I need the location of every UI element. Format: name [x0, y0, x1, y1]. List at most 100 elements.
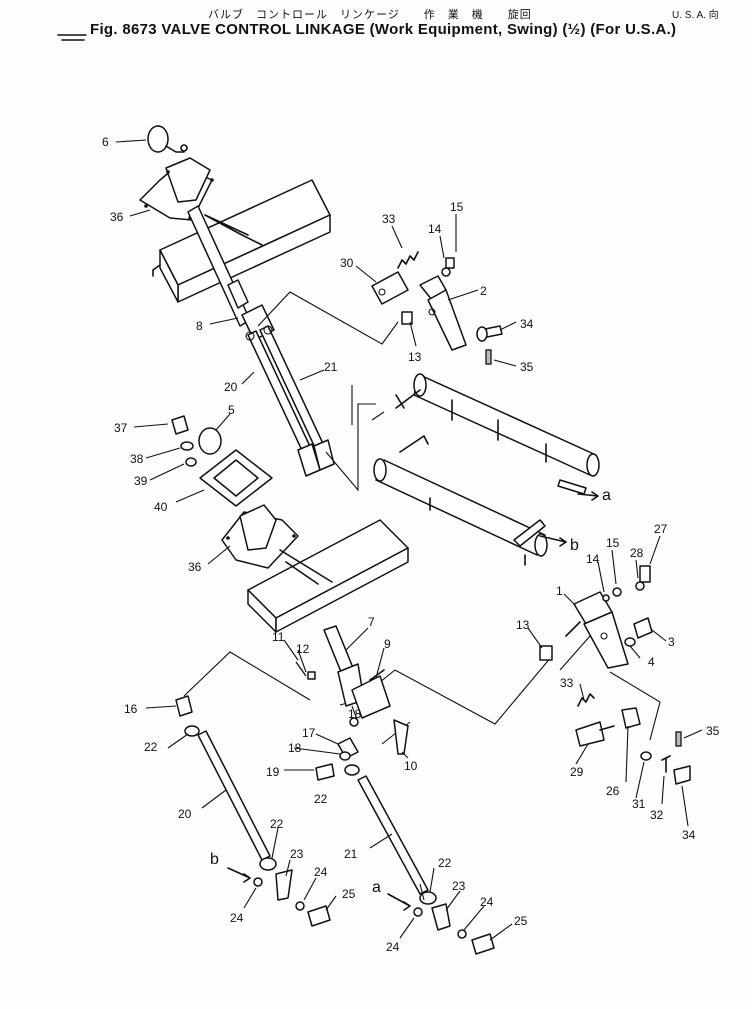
callout-13: 13 — [408, 350, 422, 364]
callout-35: 35 — [520, 360, 534, 374]
leader-lines-lower — [183, 635, 661, 745]
callout-13-right: 13 — [516, 618, 530, 632]
spring-lower — [577, 693, 595, 707]
callout-24-left-lower: 24 — [230, 911, 244, 925]
usa-japanese-note: U. S. A. 向 — [672, 10, 719, 21]
callout-35-lower: 35 — [706, 724, 720, 738]
plate-40 — [199, 449, 273, 507]
callout-10: 10 — [404, 759, 418, 773]
callout-8: 8 — [196, 319, 203, 333]
callout-37: 37 — [114, 421, 128, 435]
callout-33: 33 — [382, 212, 396, 226]
callout-16: 16 — [124, 702, 138, 716]
callout-25-left: 25 — [342, 887, 356, 901]
spring-upper — [397, 251, 419, 269]
callout-36-lower: 36 — [188, 560, 202, 574]
callout-14: 14 — [428, 222, 442, 236]
upper-knob — [147, 125, 188, 153]
header-mark-icon — [57, 34, 87, 41]
lever-1-arm — [565, 621, 581, 637]
callout-40: 40 — [154, 500, 168, 514]
bolt-3 — [633, 617, 653, 639]
callout-24-right-upper: 24 — [480, 895, 494, 909]
callout-4: 4 — [648, 655, 655, 669]
lower-boot — [221, 504, 299, 569]
callout-3: 3 — [668, 635, 675, 649]
washer-31 — [640, 751, 652, 761]
callout-22-center: 22 — [314, 792, 328, 806]
callout-26: 26 — [606, 784, 620, 798]
nut-15-upper — [445, 257, 455, 269]
upper-boot — [139, 157, 214, 221]
callout-15: 15 — [450, 200, 464, 214]
callout-24-left-upper: 24 — [314, 865, 328, 879]
callout-18-lower: 18 — [288, 741, 302, 755]
callout-2: 2 — [480, 284, 487, 298]
pin-32 — [661, 755, 671, 773]
ref-mark-a-upper: a — [602, 487, 611, 504]
swing-shaft — [395, 373, 600, 495]
ref-mark-a-lower: a — [372, 879, 381, 896]
work-shaft — [373, 435, 548, 566]
callout-21: 21 — [324, 360, 338, 374]
callout-23-left: 23 — [290, 847, 304, 861]
callout-36: 36 — [110, 210, 124, 224]
knob-5 — [198, 427, 222, 455]
callout-18: 18 — [348, 707, 362, 721]
upper-console-cover — [152, 179, 331, 303]
callout-30: 30 — [340, 256, 354, 270]
rod-end-23-right — [431, 903, 451, 931]
nut-4 — [624, 637, 636, 647]
callout-34: 34 — [520, 317, 534, 331]
callout-21-lower: 21 — [344, 847, 358, 861]
lever-2 — [419, 275, 467, 351]
bushing-13-right — [539, 645, 553, 661]
nut-22-lower-right — [419, 891, 437, 905]
pin-12 — [307, 671, 316, 680]
callout-34-lower: 34 — [682, 828, 696, 842]
callout-leaders — [115, 139, 703, 941]
bolt-25-right — [471, 933, 495, 955]
pin-35-upper — [485, 349, 492, 365]
callout-28: 28 — [630, 546, 644, 560]
bracket-9 — [351, 669, 391, 719]
upper-lever — [187, 205, 275, 341]
japanese-title: バルブ コントロール リンケージ 作 業 機 旋回 — [208, 9, 532, 21]
rod-end-23-left — [275, 869, 293, 901]
callout-22-lower-right: 22 — [438, 856, 452, 870]
arrow-a-upper-icon — [577, 491, 599, 501]
rod-end-34-lower — [673, 765, 691, 785]
bolt-34-upper — [476, 325, 503, 342]
callout-22-left: 22 — [144, 740, 158, 754]
washer-24-right-a — [413, 907, 423, 917]
callout-1: 1 — [556, 584, 563, 598]
lever-1 — [573, 591, 629, 669]
callout-12: 12 — [296, 642, 310, 656]
callout-23-right: 23 — [452, 879, 466, 893]
callout-20: 20 — [224, 380, 238, 394]
pin-11 — [295, 661, 307, 677]
arrow-b-lower-icon — [227, 867, 251, 883]
washer-24-left-b — [295, 901, 305, 911]
bolt-25-left — [307, 905, 331, 927]
callout-22-lower-left: 22 — [270, 817, 284, 831]
callout-15-right: 15 — [606, 536, 620, 550]
bolt-37 — [171, 415, 189, 435]
ref-mark-b-lower: b — [210, 851, 219, 868]
bracket-29 — [575, 721, 615, 747]
callout-9: 9 — [384, 637, 391, 651]
washer-24-left-a — [253, 877, 263, 887]
rod-20-lower — [197, 730, 271, 861]
callout-38: 38 — [130, 452, 144, 466]
nut-22-lower-left — [259, 857, 277, 871]
washer-14-upper — [441, 267, 451, 277]
callout-27: 27 — [654, 522, 668, 536]
callout-17: 17 — [302, 726, 316, 740]
arrow-b-right-icon — [539, 535, 567, 547]
lower-console-cover — [247, 519, 409, 633]
callout-31: 31 — [632, 797, 646, 811]
nut-22-upper-right — [344, 764, 360, 776]
callout-32: 32 — [650, 808, 664, 822]
callout-25-right: 25 — [514, 914, 528, 928]
